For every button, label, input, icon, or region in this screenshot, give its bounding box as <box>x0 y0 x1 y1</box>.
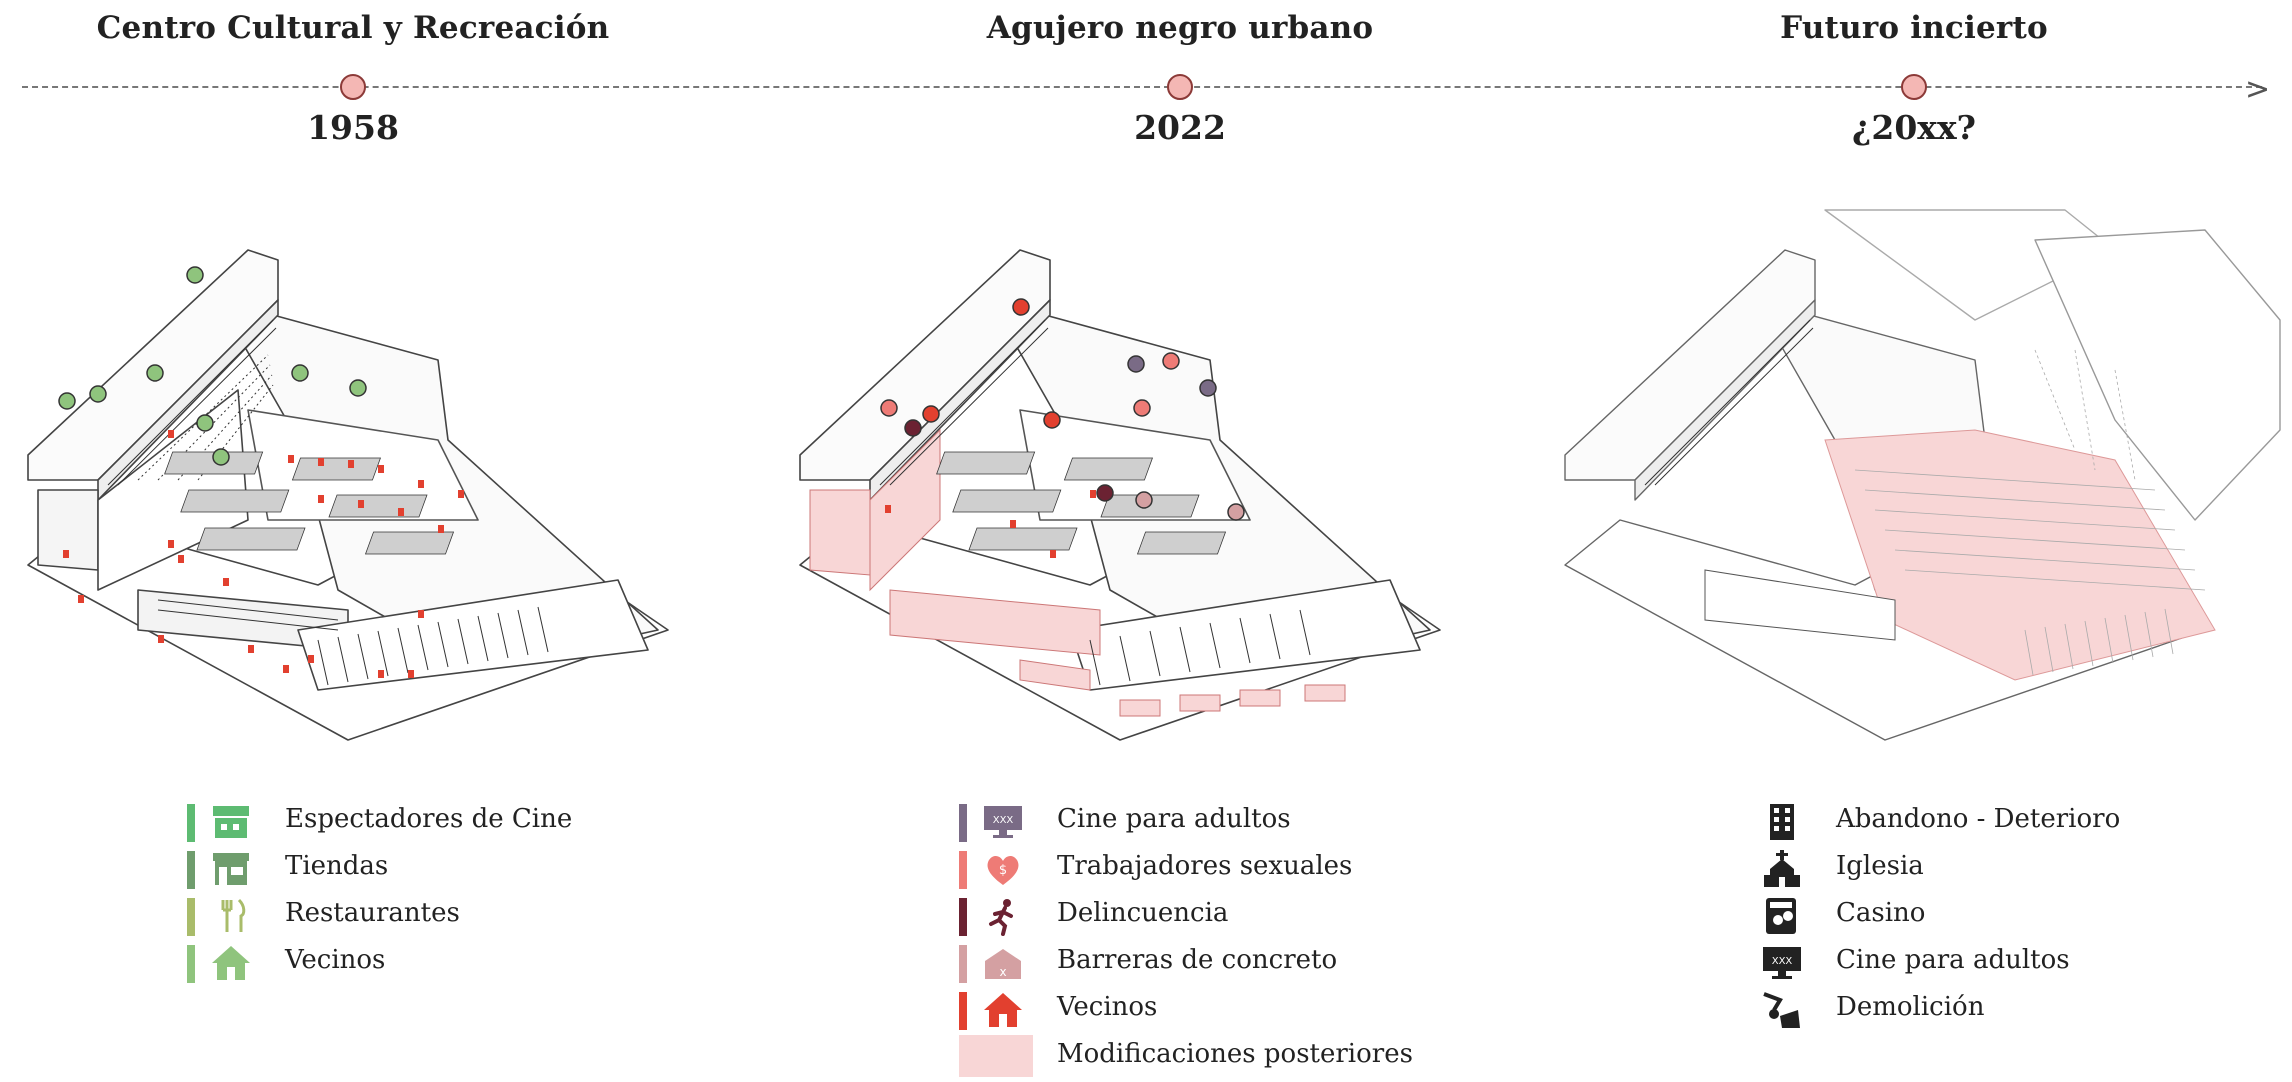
timeline-line <box>22 86 2262 90</box>
pink-swatch <box>959 1035 1033 1077</box>
stage-year-2022: 2022 <box>1134 108 1226 147</box>
building-2022-axonometric <box>799 249 1441 741</box>
legend-label: Modificaciones posteriores <box>1057 1039 1413 1069</box>
concrete-barrier-icon: x <box>985 949 1021 979</box>
building-1958-axonometric <box>27 249 669 741</box>
legend-color-bar <box>959 945 967 983</box>
heart-dollar-icon: $ <box>987 855 1019 885</box>
legend-color-bar <box>187 898 195 936</box>
legend-label: Demolición <box>1836 992 1985 1022</box>
seating-blocks <box>164 451 455 555</box>
legend-label: Cine para adultos <box>1836 945 2070 975</box>
legend-label: Iglesia <box>1836 851 1924 881</box>
shop-icon <box>213 853 249 885</box>
demolition-icon <box>1763 992 1800 1028</box>
svg-text:x: x <box>999 965 1006 979</box>
legend-color-bar <box>187 804 195 842</box>
legend-color-bar <box>959 898 967 936</box>
stage-title-1958: Centro Cultural y Recreación <box>96 10 610 46</box>
casino-icon <box>1766 898 1796 934</box>
2022-markers <box>880 298 1245 521</box>
timeline-dot-1958 <box>340 74 366 100</box>
legend-label: Trabajadores sexuales <box>1057 851 1353 881</box>
vecinos-markers <box>63 430 464 678</box>
pink-modifications <box>809 428 1346 717</box>
building-icon <box>1770 804 1794 840</box>
legend-label: Abandono - Deterioro <box>1836 804 2121 834</box>
timeline-arrow-icon: > <box>2245 72 2271 107</box>
svg-text:XXX: XXX <box>993 815 1014 826</box>
house-icon <box>212 946 250 980</box>
legend-label: Casino <box>1836 898 1926 928</box>
legend-label: Barreras de concreto <box>1057 945 1338 975</box>
adult-cinema-icon: XXX <box>984 806 1022 838</box>
building-future-axonometric <box>1564 209 2281 741</box>
stage-year-future: ¿20xx? <box>1852 108 1976 147</box>
legend-label: Vecinos <box>1057 992 1158 1022</box>
legend-label: Espectadores de Cine <box>285 804 573 834</box>
stage-title-2022: Agujero negro urbano <box>986 10 1374 46</box>
green-markers <box>58 266 367 466</box>
legend-color-bar <box>187 851 195 889</box>
legend-label: Cine para adultos <box>1057 804 1291 834</box>
legend-label: Tiendas <box>285 851 389 881</box>
adult-cinema-icon: XXX <box>1763 947 1801 979</box>
legend-color-bar <box>959 851 967 889</box>
legend-color-bar <box>187 945 195 983</box>
church-icon <box>1764 850 1800 887</box>
legend-color-bar <box>959 804 967 842</box>
fork-knife-icon <box>221 898 246 932</box>
house-icon <box>984 993 1022 1027</box>
stage-year-1958: 1958 <box>307 108 399 147</box>
cinema-icon <box>213 806 249 838</box>
legend-color-bar <box>959 992 967 1030</box>
timeline-dot-future <box>1901 74 1927 100</box>
svg-text:$: $ <box>999 863 1007 878</box>
running-thief-icon <box>989 899 1013 936</box>
svg-text:XXX: XXX <box>1772 956 1793 967</box>
legend-label: Restaurantes <box>285 898 460 928</box>
timeline-dot-2022 <box>1167 74 1193 100</box>
legend-label: Vecinos <box>285 945 386 975</box>
stage-title-future: Futuro incierto <box>1780 10 2048 46</box>
legend-label: Delincuencia <box>1057 898 1229 928</box>
